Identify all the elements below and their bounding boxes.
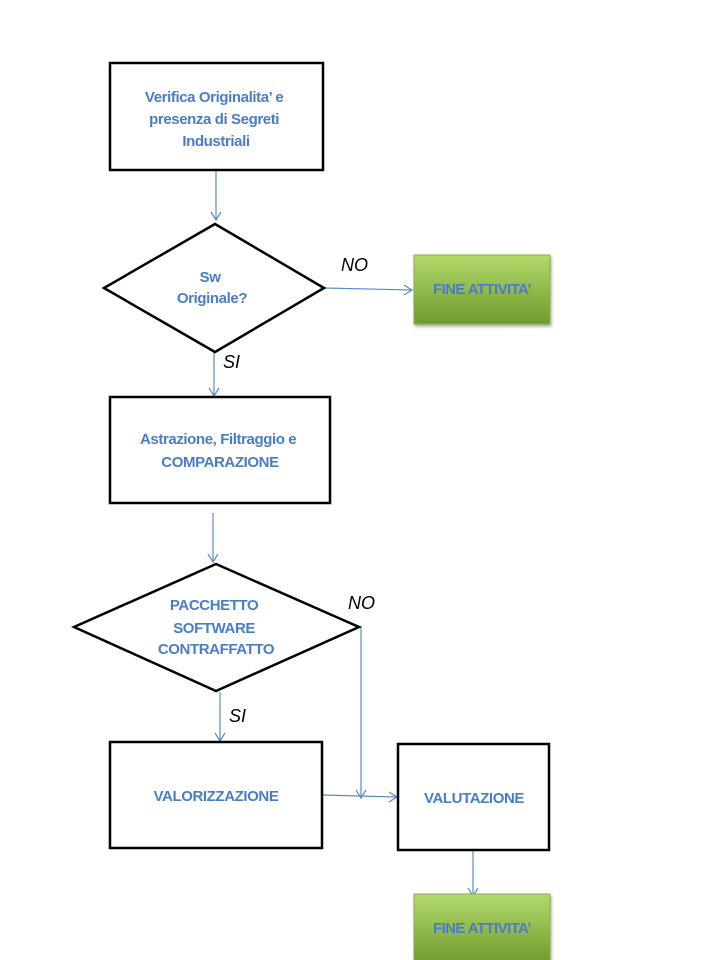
process-abstraction: Astrazione, Filtraggio e COMPARAZIONE — [108, 395, 332, 505]
verify-line-2: presenza di Segreti — [149, 111, 279, 128]
svg-text:PACCHETTO SOFTWARE: PACCHETTO SOFTWARE CONTRAFFATTO — [158, 597, 275, 658]
edge-label-si-1: SI — [223, 352, 240, 372]
arrowhead — [403, 284, 414, 296]
verify-line-1: Verifica Originalita’ e — [145, 89, 283, 106]
process-evaluation: VALUTAZIONE — [396, 742, 551, 852]
process-verify: Verifica Originalita’ e presenza di Segr… — [108, 61, 325, 172]
evaluation-label: VALUTAZIONE — [424, 790, 524, 807]
connector-valorization-to-evaluation — [322, 794, 398, 798]
decision-original: Sw Originale? — [101, 222, 327, 354]
svg-text:Verifica Originalita’ e: Verifica Originalita’ e presenza di Segr… — [145, 89, 287, 150]
svg-text:Astrazione, Filtraggio e: Astrazione, Filtraggio e COMPARAZIONE — [140, 431, 300, 471]
edge-label-si-2: SI — [229, 706, 246, 726]
end-top-label: FINE ATTIVITA’ — [433, 281, 531, 298]
edge-label-no-1: NO — [341, 255, 368, 275]
svg-text:Sw Originale?: Sw Originale? — [177, 269, 247, 307]
arrowhead — [210, 211, 222, 222]
connector-decision-to-end-top — [323, 287, 413, 291]
arrowhead — [355, 789, 367, 800]
connector-decision-to-evaluation — [359, 626, 362, 798]
edge-label-no-2: NO — [348, 593, 375, 613]
decision-counterfeit-line-2: SOFTWARE — [173, 620, 255, 637]
abstraction-line-1: Astrazione, Filtraggio e — [140, 431, 296, 448]
valorization-label: VALORIZZAZIONE — [154, 788, 279, 805]
decision-original-line-2: Originale? — [177, 290, 247, 307]
verify-line-3: Industriali — [182, 133, 250, 150]
decision-counterfeit: PACCHETTO SOFTWARE CONTRAFFATTO — [70, 562, 363, 693]
abstraction-line-2: COMPARAZIONE — [161, 454, 279, 471]
arrowhead — [207, 553, 219, 564]
decision-original-line-1: Sw — [200, 269, 222, 286]
end-bottom-label: FINE ATTIVITA’ — [433, 920, 531, 937]
decision-counterfeit-line-3: CONTRAFFATTO — [158, 641, 275, 658]
end-box-bottom: FINE ATTIVITA’ — [413, 893, 551, 960]
decision-counterfeit-line-1: PACCHETTO — [170, 597, 259, 614]
process-valorization: VALORIZZAZIONE — [108, 740, 324, 850]
end-box-top: FINE ATTIVITA’ — [413, 254, 551, 325]
